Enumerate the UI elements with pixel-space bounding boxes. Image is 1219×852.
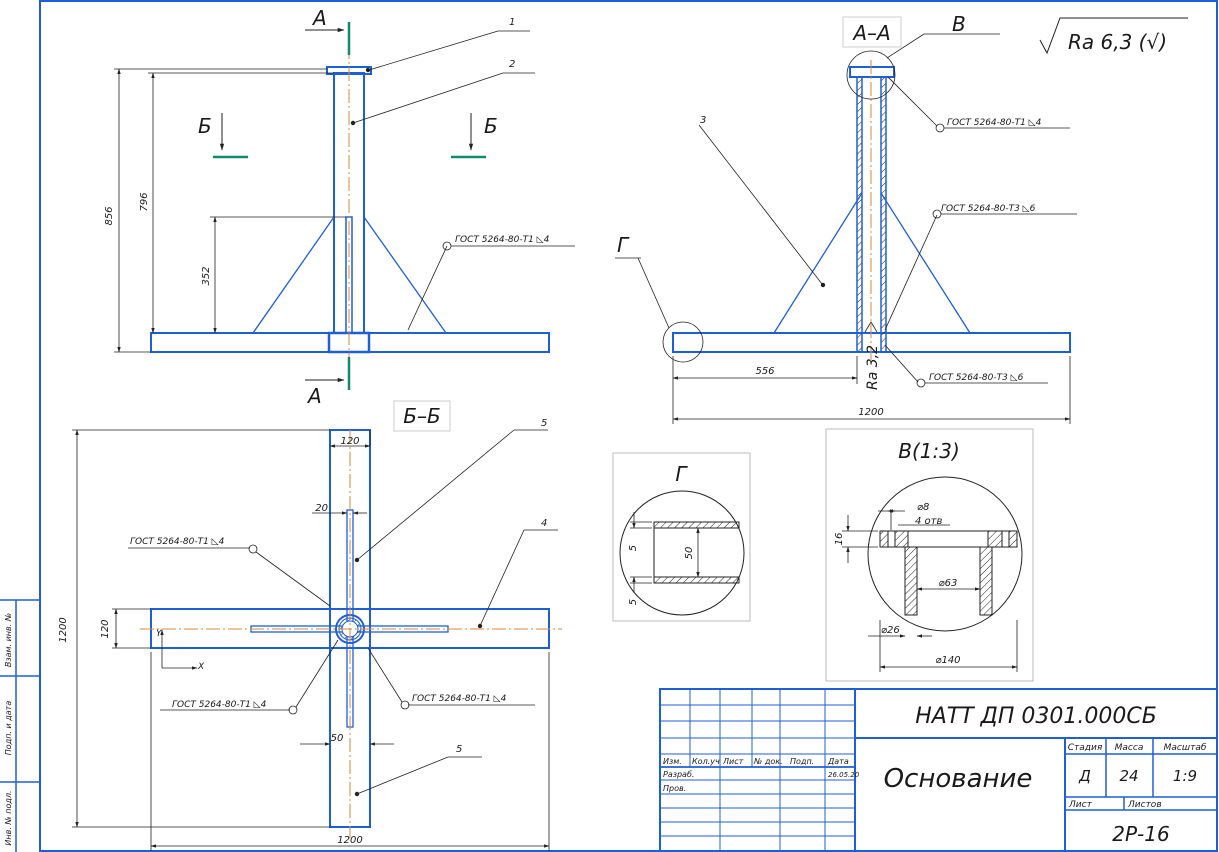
header-qty: Кол.уч	[692, 757, 720, 766]
sheets-label: Листов	[1127, 800, 1162, 810]
weld-aa-mid: ГОСТ 5264-80-Т3 ◺6	[941, 204, 1036, 214]
dim-v-outer: ⌀140	[935, 655, 960, 666]
dim-v-thickness: 16	[834, 533, 845, 546]
axis-y: Y	[156, 629, 163, 639]
weld-aa-bottom: ГОСТ 5264-80-Т3 ◺6	[929, 373, 1024, 383]
side-stamp: Взам. инв. № Подп. и дата Инв. № подл.	[4, 613, 13, 846]
scale-value: 1:9	[1173, 767, 1197, 785]
cut-label-aa-bottom: А	[306, 384, 322, 408]
stage-value: Д	[1078, 767, 1091, 785]
weld-bb-lower-left: ГОСТ 5264-80-Т1 ◺4	[172, 700, 267, 710]
detail-g: Г 5 5 50	[612, 452, 751, 622]
dim-120-left: 120	[100, 619, 111, 638]
group-code: 2Р-16	[1112, 822, 1169, 846]
dim-120-top: 120	[340, 436, 359, 447]
stamp-replace: Взам. инв. №	[4, 613, 13, 667]
detail-g-marker: Г	[617, 233, 630, 257]
cut-label-bb-left: Б	[198, 114, 212, 138]
dim-856: 856	[104, 206, 115, 225]
position-5-top: 5	[541, 418, 547, 429]
detail-v-title: В(1:3)	[898, 439, 960, 463]
cut-label-bb-right: Б	[484, 114, 498, 138]
dim-1200-bb-height: 1200	[58, 617, 69, 642]
row-checker: Пров.	[663, 784, 686, 793]
header-date: Дата	[827, 757, 849, 766]
mass-value: 24	[1119, 767, 1138, 785]
detail-g-title: Г	[675, 462, 688, 486]
header-change: Изм.	[663, 757, 682, 766]
dim-g-height: 50	[684, 547, 695, 560]
scale-label: Масштаб	[1164, 743, 1207, 753]
dim-1200-bb-length: 1200	[337, 835, 362, 846]
position-3: 3	[700, 115, 706, 126]
dim-v-bore: ⌀63	[939, 578, 958, 589]
dim-50: 50	[331, 733, 344, 744]
axis-x: X	[197, 662, 205, 672]
section-aa: А–А В Ra 6,3 (√) 3 ГОСТ 5264-80-Т1 ◺4	[615, 12, 1188, 424]
dim-796: 796	[139, 192, 150, 211]
dim-556: 556	[755, 366, 774, 377]
developer-date: 26.05.20	[828, 771, 860, 779]
stamp-sign: Подп. и дата	[4, 701, 13, 756]
doc-number: НАТТ ДП 0301.000СБ	[915, 704, 1157, 729]
dim-20: 20	[315, 503, 328, 514]
dim-g-wall-top: 5	[628, 545, 639, 551]
weld-front-base: ГОСТ 5264-80-Т1 ◺4	[455, 235, 550, 245]
position-5-bottom: 5	[456, 744, 462, 755]
section-aa-title: А–А	[851, 21, 890, 45]
position-1: 1	[509, 17, 515, 28]
dim-v-inner: ⌀26	[881, 625, 900, 636]
roughness-general: Ra 6,3 (√)	[1068, 30, 1167, 54]
detail-v: В(1:3) 16 ⌀8 4 отв ⌀63 ⌀26 ⌀	[825, 428, 1034, 682]
detail-v-marker: В	[952, 12, 966, 36]
mass-label: Масса	[1115, 743, 1144, 753]
position-2: 2	[509, 59, 515, 70]
dim-352: 352	[201, 266, 212, 285]
title-block: НАТТ ДП 0301.000СБ Основание Изм. Кол.уч…	[659, 688, 1218, 852]
row-developer: Разраб.	[663, 770, 694, 779]
weld-aa-top: ГОСТ 5264-80-Т1 ◺4	[947, 118, 1042, 128]
part-name: Основание	[884, 764, 1033, 794]
header-sign: Подп.	[790, 757, 814, 766]
dim-v-holes-count: 4 отв	[915, 516, 942, 527]
position-4: 4	[541, 518, 547, 529]
sheet-label: Лист	[1068, 800, 1093, 810]
weld-bb-upper-left: ГОСТ 5264-80-Т1 ◺4	[130, 537, 225, 547]
header-sheet: Лист	[722, 757, 744, 766]
header-doc: № док.	[753, 757, 783, 766]
dim-1200-aa: 1200	[858, 407, 883, 418]
stage-label: Стадия	[1068, 743, 1103, 753]
roughness-local: Ra 3,2	[865, 345, 881, 390]
front-view: А А Б Б 856 796 352	[104, 6, 575, 408]
section-bb: Б–Б X Y 1200	[58, 400, 562, 851]
stamp-inventory: Инв. № подл.	[4, 790, 13, 845]
dim-g-wall-bottom: 5	[628, 599, 639, 605]
section-bb-title: Б–Б	[403, 404, 440, 428]
weld-bb-lower-right: ГОСТ 5264-80-Т1 ◺4	[412, 694, 507, 704]
cut-label-aa-top: А	[311, 6, 327, 30]
dim-v-hole: ⌀8	[917, 502, 929, 513]
